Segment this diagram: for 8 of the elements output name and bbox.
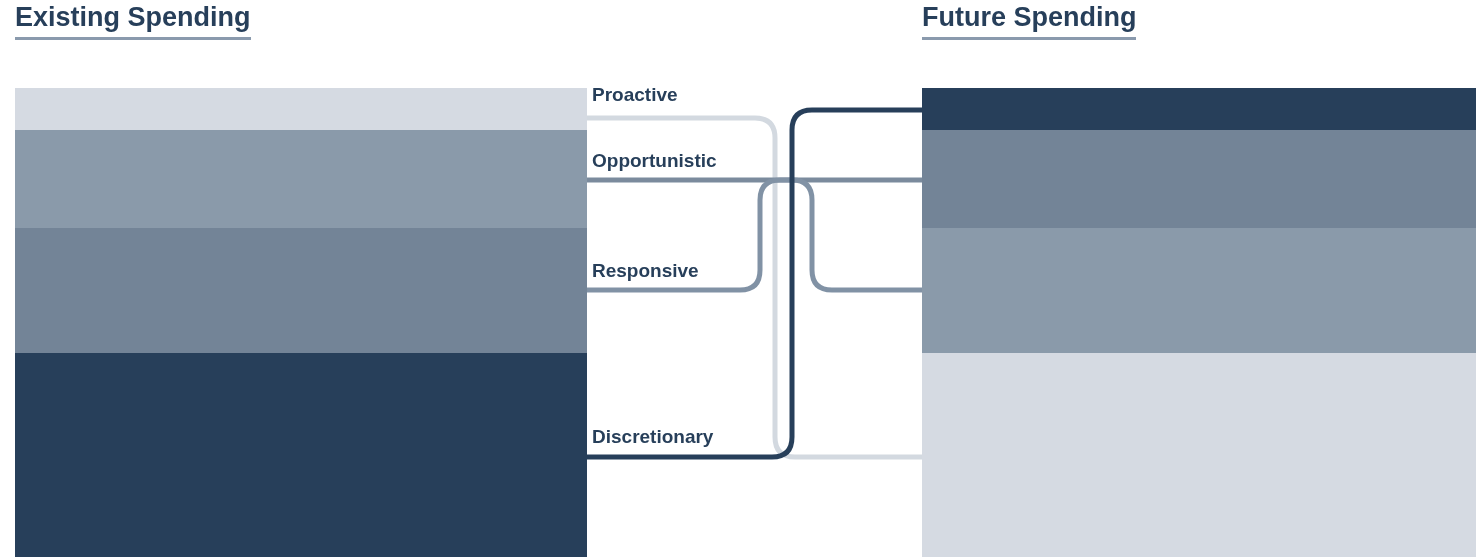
section-heading: Existing Spending <box>15 2 251 40</box>
category-label: Opportunistic <box>592 150 717 172</box>
category-label: Responsive <box>592 260 699 282</box>
connector-line <box>587 177 922 183</box>
category-label: Proactive <box>592 84 678 106</box>
section-heading: Future Spending <box>922 2 1137 40</box>
category-label: Discretionary <box>592 426 714 448</box>
connector-line <box>587 177 922 293</box>
